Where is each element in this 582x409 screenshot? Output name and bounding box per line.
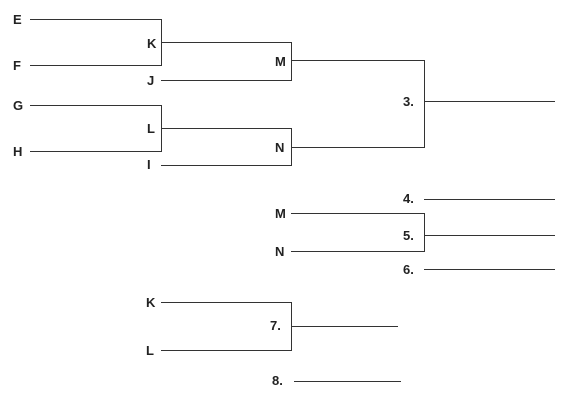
label-m: M	[275, 54, 286, 69]
label-cons-k: K	[146, 295, 156, 310]
bracket-lines	[30, 19, 555, 382]
label-f: F	[13, 58, 21, 73]
label-l: L	[147, 121, 155, 136]
label-slot3: 3.	[403, 94, 414, 109]
label-slot5: 5.	[403, 228, 414, 243]
label-e: E	[13, 12, 22, 27]
label-slot6: 6.	[403, 262, 414, 277]
bracket-labels: E F G H K J L I M N 3. 4. M N 5. 6. K L …	[13, 12, 414, 388]
label-slot7: 7.	[270, 318, 281, 333]
label-j: J	[147, 73, 154, 88]
label-slot8: 8.	[272, 373, 283, 388]
label-n: N	[275, 140, 284, 155]
label-k: K	[147, 36, 157, 51]
label-cons-l: L	[146, 343, 154, 358]
label-cons-n: N	[275, 244, 284, 259]
label-g: G	[13, 98, 23, 113]
label-slot4: 4.	[403, 191, 414, 206]
label-h: H	[13, 144, 22, 159]
label-cons-m: M	[275, 206, 286, 221]
label-i: I	[147, 157, 151, 172]
